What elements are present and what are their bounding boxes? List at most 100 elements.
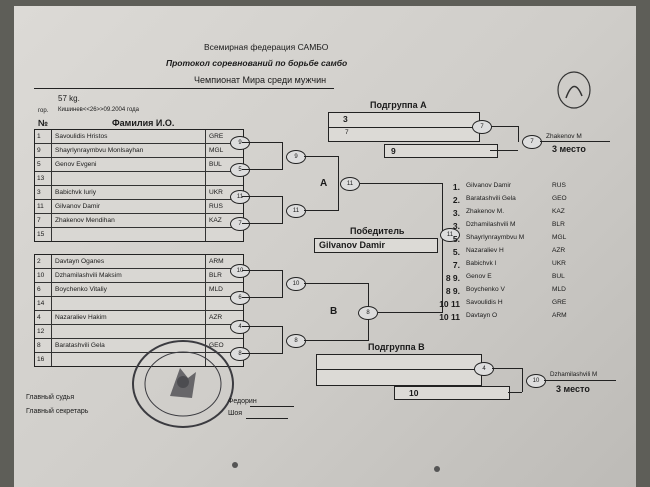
competitor-name: Babichvk Iuriy — [55, 189, 97, 196]
competitor-number: 6 — [37, 286, 41, 293]
column-divider — [205, 228, 206, 241]
bracket-line — [508, 392, 522, 393]
bracket-line — [540, 141, 610, 142]
competitor-number: 13 — [37, 175, 45, 182]
competitor-number: 14 — [37, 300, 45, 307]
subgroup-b-name: Dzhamilashvili M — [550, 371, 598, 378]
standing-place: 10 11 — [439, 299, 460, 309]
column-divider — [51, 353, 52, 366]
bracket-line — [378, 312, 442, 313]
competitor-name: Savoulidis Hristos — [55, 133, 108, 140]
bracket-b-r1-bubble: 4 — [230, 320, 250, 334]
bracket-line — [518, 126, 519, 142]
federation-title: Всемирная федерация САМБО — [204, 42, 329, 52]
subgroup-b-bubble: 4 — [474, 362, 494, 376]
secretary-label: Главный секретарь — [26, 408, 89, 415]
official-stamp — [132, 340, 234, 428]
subgroup-a-box: 3 7 — [328, 112, 480, 142]
bracket-line — [304, 156, 338, 157]
column-divider — [205, 297, 206, 310]
bracket-a-r1-bubble: 11 — [230, 190, 250, 204]
competitor-country: GRE — [209, 133, 224, 140]
standing-country: ARM — [552, 312, 567, 319]
subgroup-a-top: 3 — [343, 114, 348, 124]
table-row: 14 — [35, 297, 243, 311]
competitor-name: Davtayn Oganes — [55, 258, 105, 265]
competitor-country: RUS — [209, 203, 223, 210]
competitor-name — [55, 228, 203, 241]
standing-name: Gilvanov Damir — [466, 182, 512, 189]
bracket-line — [442, 183, 443, 313]
weight-category: 57 kg. — [58, 94, 80, 103]
place-date: Кишинев<<26>>09.2004 года — [58, 107, 139, 113]
competitor-name: Boychenko Vitaliy — [55, 286, 107, 293]
standing-place: 2. — [452, 195, 460, 205]
competitor-number: 15 — [37, 231, 45, 238]
winner-label: Победитель — [350, 226, 405, 236]
competitor-number: 7 — [37, 217, 41, 224]
bracket-b-r1-bubble: 8 — [230, 347, 250, 361]
competitor-name: Gilvanov Damir — [55, 203, 101, 210]
bracket-line — [242, 142, 282, 143]
bracket-line — [242, 297, 282, 298]
standing-name: Boychenko V — [466, 286, 505, 293]
column-divider — [205, 200, 206, 213]
standing-place: 5. — [452, 234, 460, 244]
standing-name: Babichvk I — [466, 260, 497, 267]
standing-country: RUS — [552, 182, 566, 189]
competitor-number: 2 — [37, 258, 41, 265]
bracket-line — [492, 368, 522, 369]
col-number-header: № — [38, 118, 49, 128]
bracket-b-r1-bubble: 6 — [230, 291, 250, 305]
competitor-name — [55, 325, 203, 338]
competitor-number: 5 — [37, 161, 41, 168]
column-divider — [51, 158, 52, 171]
punch-hole — [434, 466, 440, 472]
subgroup-a-mid: 7 — [345, 129, 349, 136]
bracket-line — [242, 223, 282, 224]
judge-label: Главный судья — [26, 394, 75, 401]
column-divider — [205, 214, 206, 227]
column-divider — [51, 130, 52, 143]
standing-place: 8 9. — [445, 273, 460, 283]
competitor-country: MGL — [209, 147, 224, 154]
secretary-name: Шоя — [228, 410, 243, 417]
bracket-line — [242, 353, 282, 354]
competitor-number: 9 — [37, 147, 41, 154]
bracket-a-final-bubble: 11 — [340, 177, 360, 191]
bracket-line — [544, 380, 616, 381]
standing-place: 3. — [452, 208, 460, 218]
column-divider — [205, 269, 206, 282]
competitor-number: 4 — [37, 314, 41, 321]
standing-country: MGL — [552, 234, 567, 241]
standing-country: BLR — [552, 221, 565, 228]
subgroup-a-bubble: 7 — [472, 120, 492, 134]
standing-name: Shayrlynraymbvu M — [466, 234, 525, 241]
column-divider — [51, 255, 52, 268]
subgroup-b-title: Подгруппа В — [368, 342, 425, 352]
competitor-country: MLD — [209, 286, 223, 293]
winner-name: Gilvanov Damir — [314, 238, 438, 253]
competitor-country: BLR — [209, 272, 222, 279]
column-divider — [205, 186, 206, 199]
standing-place: 1. — [452, 182, 460, 192]
bracket-a-r1-bubble: 5 — [230, 163, 250, 177]
bracket-b-r2-bubble: 8 — [286, 334, 306, 348]
competitor-name: Dzhamilashvili Maksim — [55, 272, 122, 279]
judge-name: Федорин — [228, 398, 257, 405]
standing-place: 3. — [452, 221, 460, 231]
standing-country: KAZ — [552, 208, 565, 215]
column-divider — [205, 144, 206, 157]
column-divider — [205, 255, 206, 268]
column-divider — [51, 186, 52, 199]
bracket-line — [492, 126, 518, 127]
column-divider — [51, 297, 52, 310]
